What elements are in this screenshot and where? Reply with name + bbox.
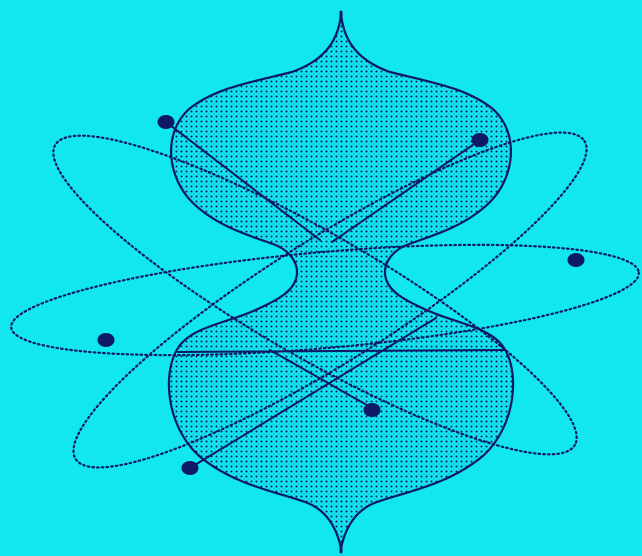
- electron-dot: [98, 333, 115, 347]
- electron-dot: [158, 115, 175, 129]
- electron-dot: [182, 461, 199, 475]
- nucleus-body: [169, 14, 513, 548]
- electron-dot: [472, 133, 489, 147]
- electron-dot: [568, 253, 585, 267]
- electron-dot: [364, 403, 381, 417]
